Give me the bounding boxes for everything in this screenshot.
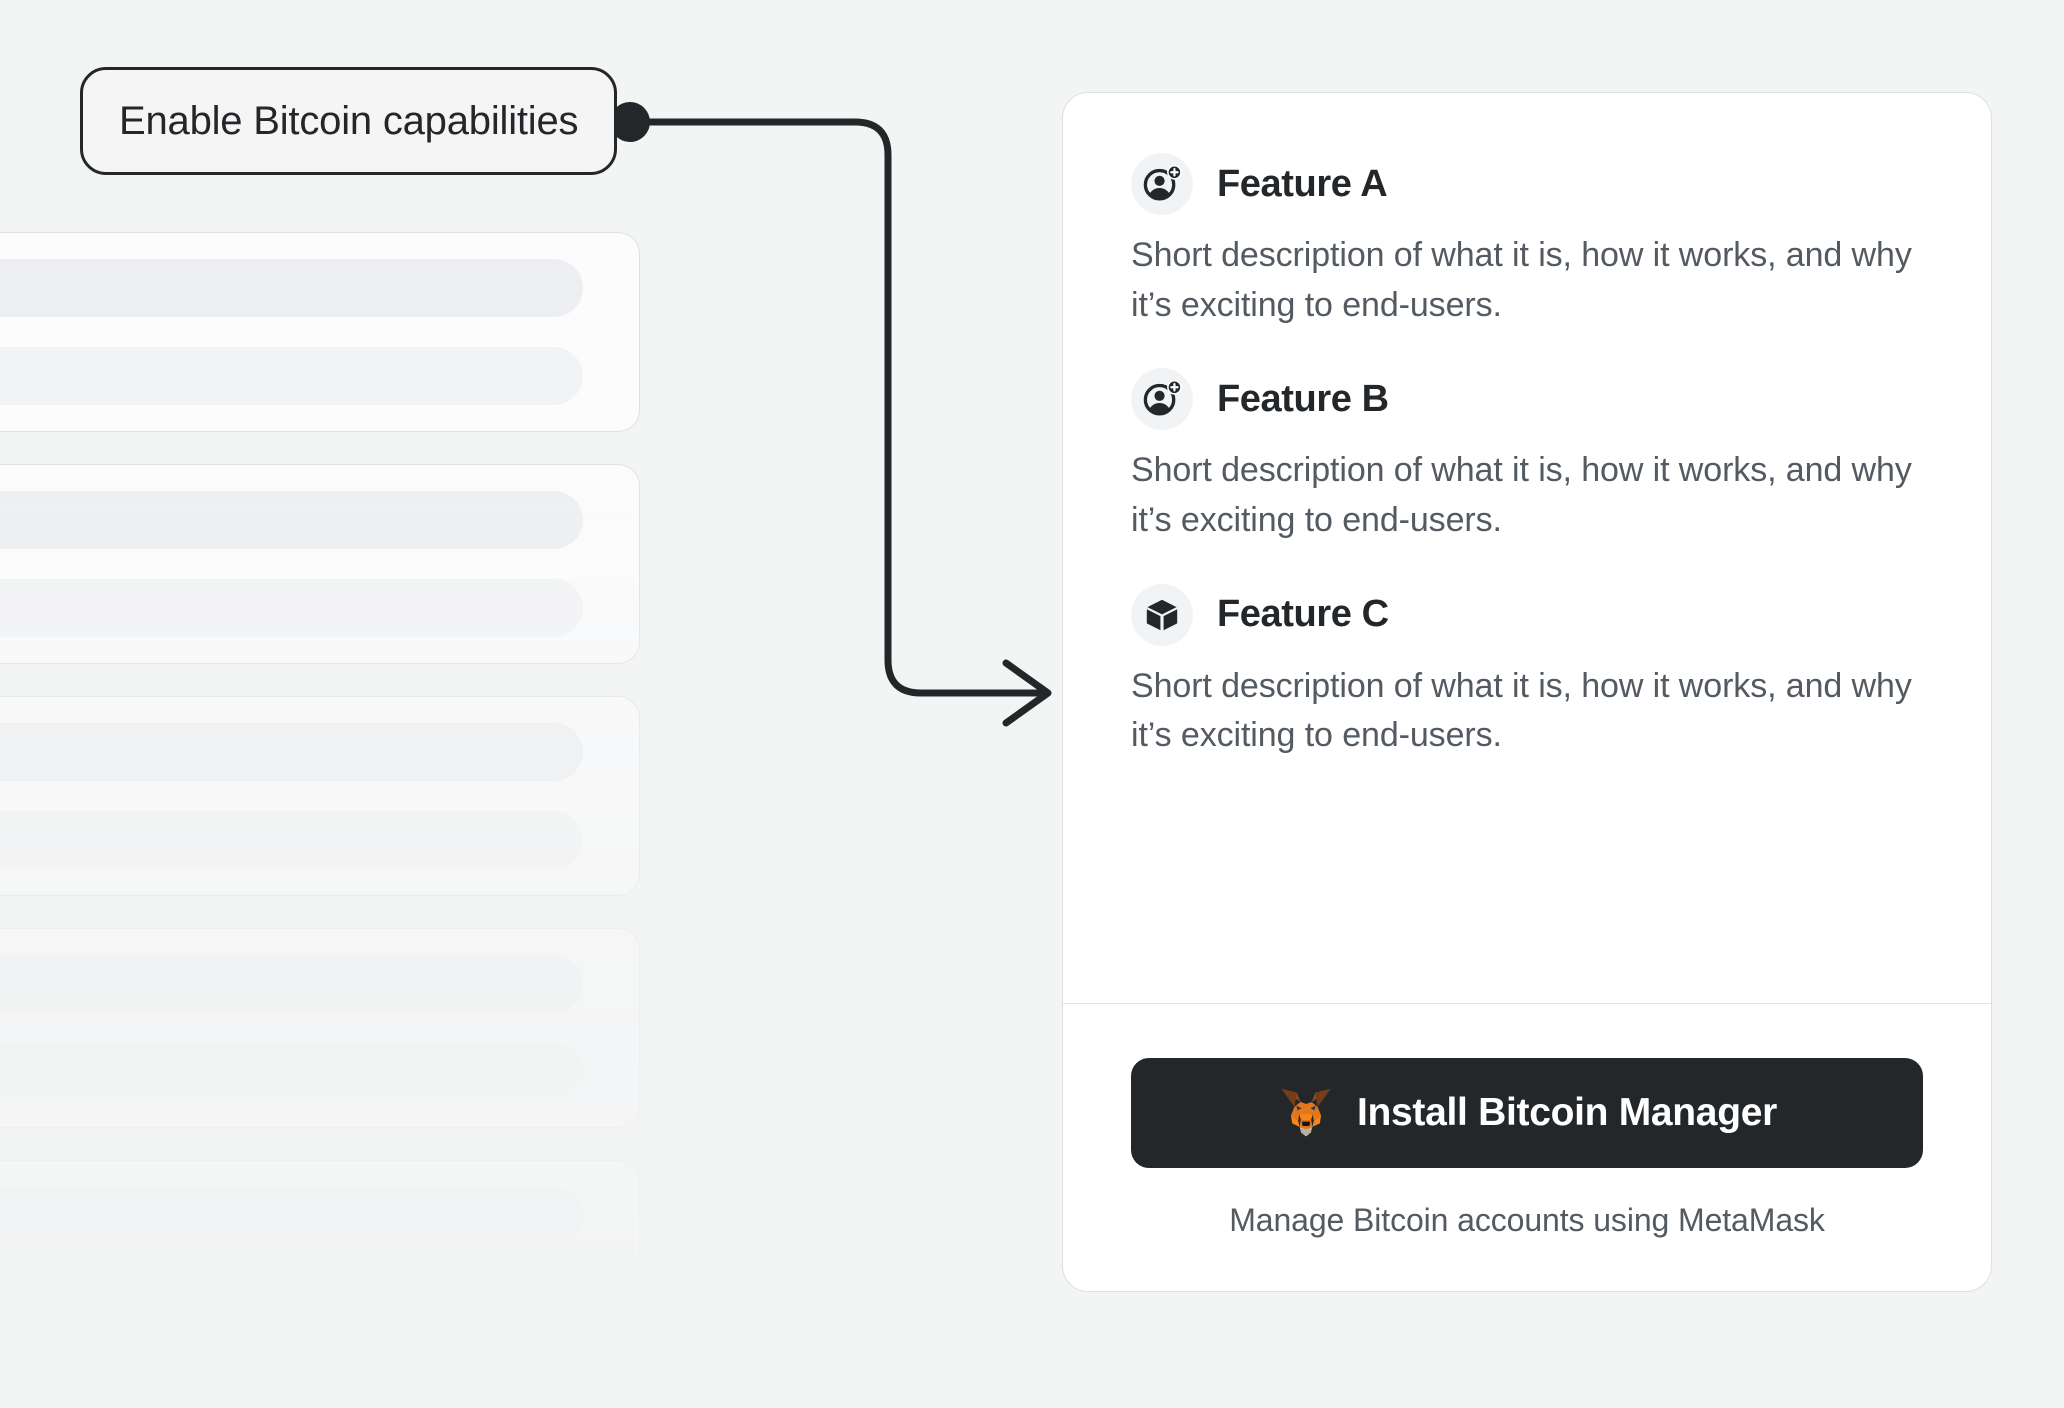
add-user-icon — [1131, 368, 1193, 431]
feature-row-c: Feature C Short description of what it i… — [1131, 583, 1923, 761]
skeleton-bar-secondary — [0, 579, 583, 637]
feature-title: Feature B — [1217, 377, 1389, 420]
add-user-icon — [1131, 153, 1193, 215]
list-item — [0, 1392, 640, 1408]
list-item — [0, 696, 640, 896]
feature-row-b: Feature B Short description of what it i… — [1131, 368, 1923, 545]
list-item — [0, 464, 640, 664]
skeleton-bar-primary — [0, 723, 583, 781]
feature-header-c: Feature C — [1131, 583, 1923, 646]
callout-pill: Enable Bitcoin capabilities — [80, 67, 618, 175]
feature-description: Short description of what it is, how it … — [1131, 666, 1912, 755]
install-caption: Manage Bitcoin accounts using MetaMask — [1229, 1202, 1825, 1238]
features-section: Feature A Short description of what it i… — [1063, 93, 1991, 1003]
install-bitcoin-manager-button[interactable]: Install Bitcoin Manager — [1131, 1058, 1923, 1168]
skeleton-bar-secondary — [0, 1043, 583, 1101]
feature-row-a: Feature A Short description of what it i… — [1131, 153, 1923, 330]
skeleton-bar-primary — [0, 259, 583, 317]
connector-path — [626, 118, 1044, 697]
cube-icon — [1131, 583, 1193, 646]
skeleton-bar-secondary — [0, 347, 583, 405]
skeleton-bar-primary — [0, 491, 583, 549]
list-item — [0, 1160, 640, 1360]
skeleton-bar-secondary — [0, 811, 583, 869]
list-item — [0, 928, 640, 1128]
install-section: Install Bitcoin Manager Manage Bitcoin a… — [1063, 1004, 1991, 1291]
card-divider — [1063, 1002, 1991, 1004]
skeleton-bar-primary — [0, 955, 583, 1013]
callout-pill-label: Enable Bitcoin capabilities — [119, 98, 579, 143]
feature-header-b: Feature B — [1131, 368, 1923, 431]
feature-description: Short description of what it is, how it … — [1131, 451, 1912, 539]
install-button-label: Install Bitcoin Manager — [1356, 1091, 1777, 1134]
feature-header-a: Feature A — [1131, 153, 1923, 215]
connector-arrow-icon — [1002, 659, 1052, 727]
feature-card: Feature A Short description of what it i… — [1062, 92, 1992, 1292]
background-placeholder-list — [0, 232, 640, 1408]
skeleton-bar-primary — [0, 1187, 583, 1245]
feature-description: Short description of what it is, how it … — [1131, 236, 1912, 324]
feature-title: Feature A — [1217, 162, 1388, 205]
metamask-fox-icon — [1277, 1086, 1335, 1141]
feature-title: Feature C — [1217, 593, 1389, 635]
skeleton-bar-secondary — [0, 1275, 583, 1333]
list-item — [0, 232, 640, 432]
